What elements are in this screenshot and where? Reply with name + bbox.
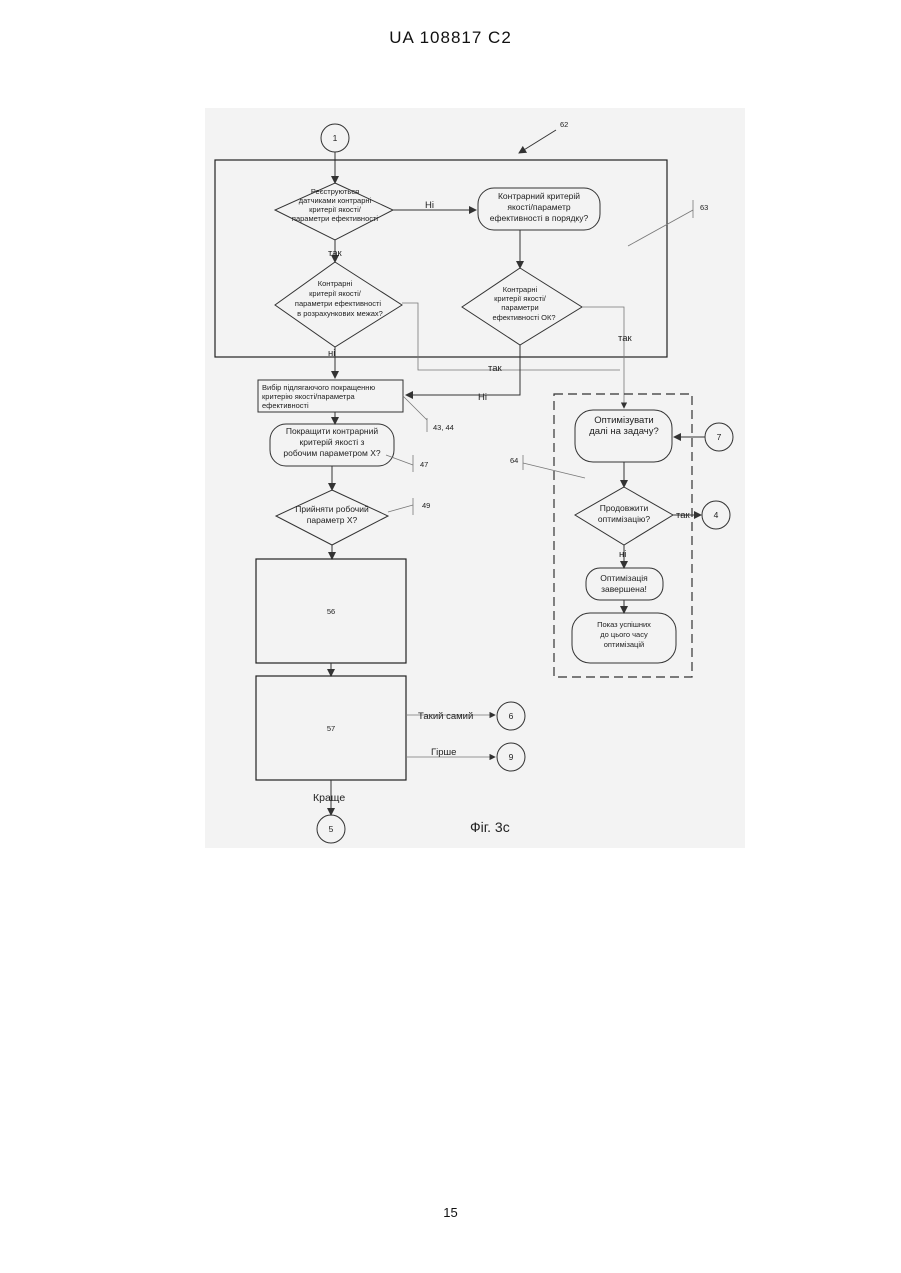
svg-text:оптимізацію?: оптимізацію?	[598, 514, 650, 524]
svg-text:ефективності в порядку?: ефективності в порядку?	[490, 213, 589, 223]
svg-text:параметри ефективності: параметри ефективності	[295, 299, 382, 308]
edge-label-no4: ні	[619, 549, 626, 560]
edge-label-yes3: так	[618, 333, 633, 344]
edge-label-yes4: так	[676, 510, 691, 521]
svg-text:Контрарні: Контрарні	[503, 285, 538, 294]
edge-label-no2: ні	[328, 348, 335, 359]
svg-text:ефективності ОК?: ефективності ОК?	[492, 313, 555, 322]
svg-text:Оптимізація: Оптимізація	[600, 573, 648, 583]
ref-47: 47	[420, 460, 428, 469]
connector-9-label: 9	[509, 752, 514, 762]
edge-label-worse: Гірше	[431, 747, 456, 758]
ref-64: 64	[510, 456, 518, 465]
svg-text:параметри ефективності: параметри ефективності	[292, 214, 379, 223]
svg-text:критерію якості/параметра: критерію якості/параметра	[262, 392, 356, 401]
svg-text:Вибір підлягаючого покращенню: Вибір підлягаючого покращенню	[262, 383, 375, 392]
svg-text:Реєструються: Реєструються	[311, 187, 359, 196]
connector-1-label: 1	[333, 133, 338, 143]
svg-text:критерії якості/: критерії якості/	[309, 205, 362, 214]
svg-text:завершена!: завершена!	[601, 584, 647, 594]
terminal-show-optimizations-text: Показ успішних до цього часу оптимізацій	[597, 620, 651, 649]
edge-label-no1: Ні	[425, 200, 434, 211]
connector-4-label: 4	[714, 510, 719, 520]
terminal-optimize-further-text: Оптимізувати далі на задачу?	[589, 415, 659, 437]
ref-49: 49	[422, 501, 430, 510]
svg-text:далі на задачу?: далі на задачу?	[589, 426, 659, 437]
edge-label-yes1: так	[328, 248, 343, 259]
svg-text:в розрахункових межах?: в розрахункових межах?	[297, 309, 383, 318]
ref-62: 62	[560, 120, 568, 129]
svg-text:критерій якості з: критерій якості з	[300, 437, 365, 447]
svg-text:Контрарний критерій: Контрарний критерій	[498, 191, 580, 201]
svg-text:робочим параметром X?: робочим параметром X?	[283, 448, 381, 458]
svg-text:Продовжити: Продовжити	[600, 503, 649, 513]
terminal-optimization-done-text: Оптимізація завершена!	[600, 573, 648, 594]
ref-63: 63	[700, 203, 708, 212]
svg-text:датчиками контрарні: датчиками контрарні	[299, 196, 372, 205]
edge-label-yes2: так	[488, 363, 503, 374]
svg-text:параметр X?: параметр X?	[307, 515, 358, 525]
box-56-label: 56	[327, 607, 335, 616]
svg-text:Оптимізувати: Оптимізувати	[594, 415, 654, 426]
connector-7-label: 7	[717, 432, 722, 442]
svg-text:до цього часу: до цього часу	[600, 630, 648, 639]
ref-4344: 43, 44	[433, 423, 454, 432]
svg-text:критерії якості/: критерії якості/	[309, 289, 362, 298]
edge-label-better: Краще	[313, 792, 345, 804]
decision-continue-optimization-text: Продовжити оптимізацію?	[598, 503, 650, 524]
svg-text:Показ успішних: Показ успішних	[597, 620, 651, 629]
figure-caption: Фіг. 3c	[470, 819, 510, 835]
scan-background	[205, 108, 745, 848]
svg-text:параметри: параметри	[501, 303, 538, 312]
svg-text:критерії якості/: критерії якості/	[494, 294, 547, 303]
box-57-label: 57	[327, 724, 335, 733]
edge-label-no3: Ні	[478, 392, 487, 403]
edge-label-same: Такий самий	[418, 711, 473, 722]
svg-text:якості/параметр: якості/параметр	[507, 202, 571, 212]
connector-5-label: 5	[329, 824, 334, 834]
connector-6-label: 6	[509, 711, 514, 721]
svg-text:Контрарні: Контрарні	[318, 279, 353, 288]
svg-text:ефективності: ефективності	[262, 401, 309, 410]
svg-text:Покращити контрарний: Покращити контрарний	[286, 426, 379, 436]
svg-text:оптимізацій: оптимізацій	[604, 640, 644, 649]
page-number: 15	[0, 1205, 901, 1220]
svg-text:Прийняти робочий: Прийняти робочий	[295, 504, 369, 514]
